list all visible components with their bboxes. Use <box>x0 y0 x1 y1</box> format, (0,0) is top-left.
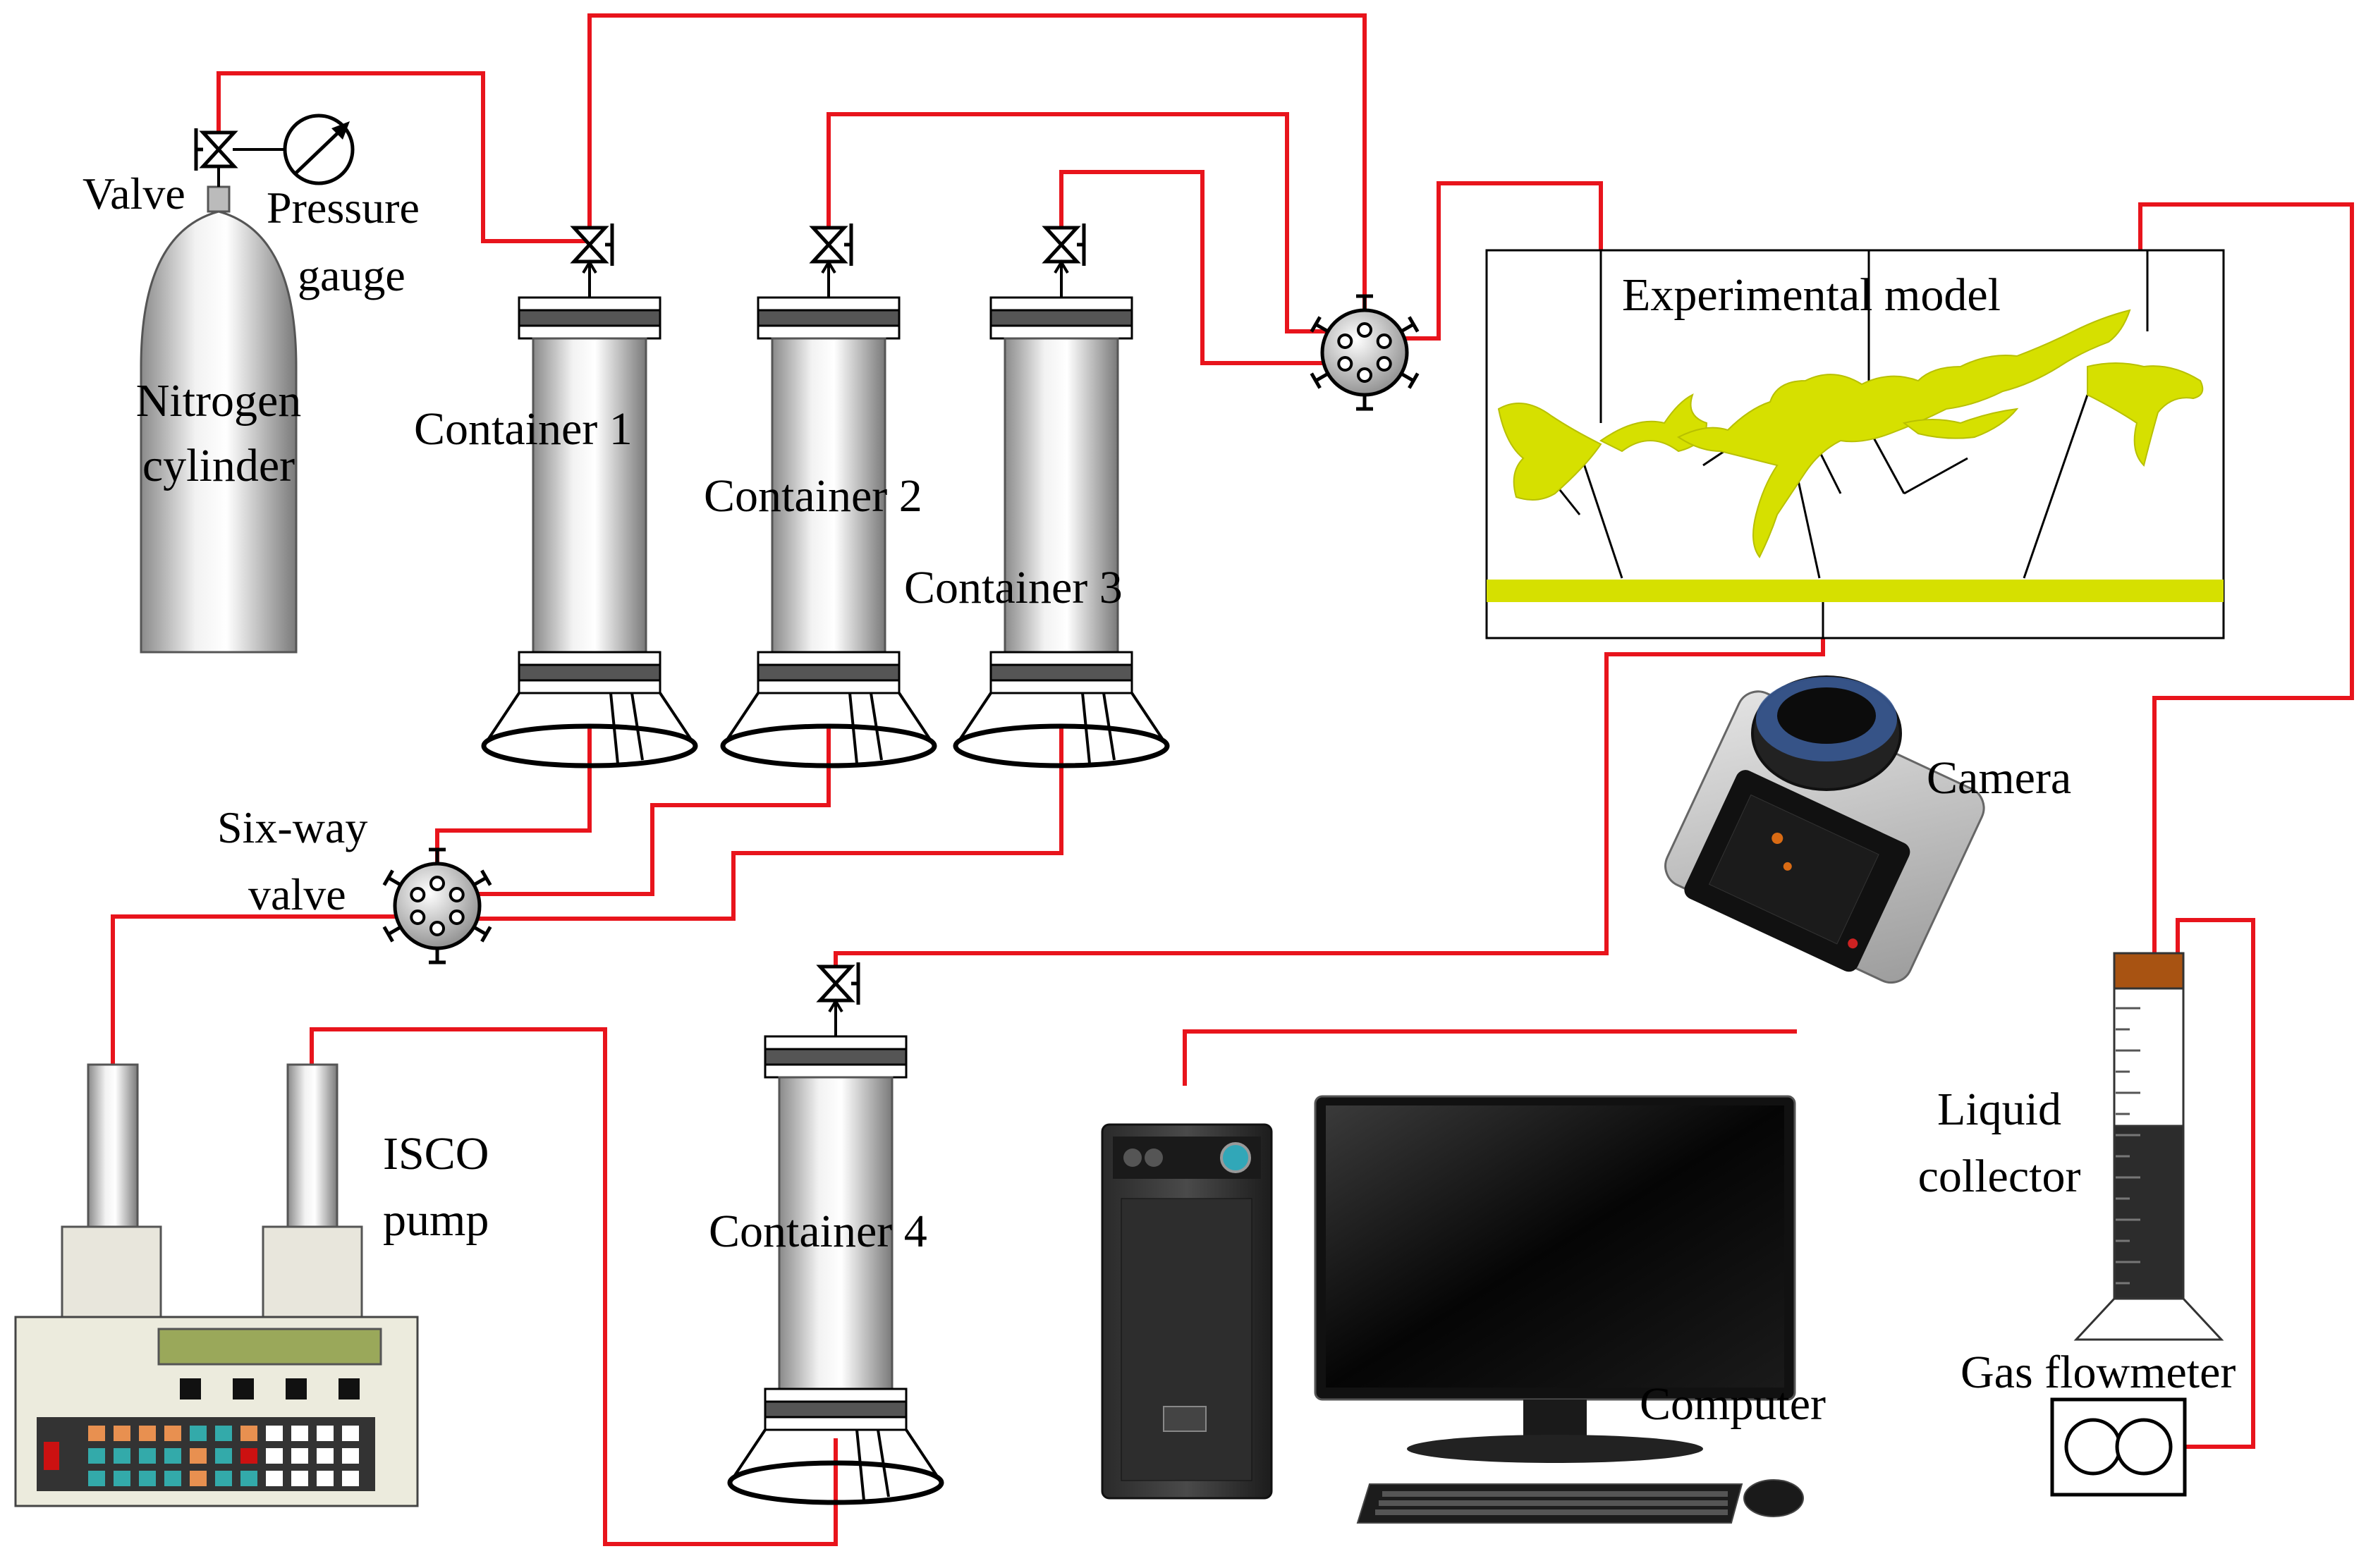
isco-key <box>190 1448 207 1464</box>
isco-key <box>180 1378 201 1399</box>
six-way-valves <box>382 294 1420 964</box>
isco-key <box>342 1471 359 1486</box>
isco-key <box>317 1448 334 1464</box>
pipe-container2-top <box>827 112 1343 333</box>
pipe-container3-bottom <box>465 726 1063 921</box>
isco-key <box>139 1426 156 1441</box>
container-1-valve-icon <box>570 223 614 266</box>
fracture-network <box>1497 309 2204 558</box>
container-2 <box>720 223 937 768</box>
pipe-container1-top-to-valve <box>587 13 1367 331</box>
isco-key <box>164 1426 181 1441</box>
isco-key <box>114 1426 130 1441</box>
isco-power-key <box>44 1442 59 1470</box>
label-isco-line2: pump <box>383 1194 489 1246</box>
pipe-container2-bottom <box>458 726 831 896</box>
pipe-valve-to-isco <box>111 914 402 1065</box>
isco-key <box>291 1448 308 1464</box>
label-container-2: Container 2 <box>704 470 922 522</box>
isco-key <box>266 1448 283 1464</box>
label-experimental-model: Experimental model <box>1622 269 2001 321</box>
isco-key <box>190 1426 207 1441</box>
isco-key <box>342 1448 359 1464</box>
container-1 <box>481 223 698 768</box>
isco-key <box>88 1448 105 1464</box>
isco-key <box>215 1471 232 1486</box>
isco-key <box>164 1471 181 1486</box>
label-six-way-line2: valve <box>248 869 346 919</box>
isco-key <box>215 1426 232 1441</box>
isco-key <box>139 1471 156 1486</box>
container-2-valve-icon <box>809 223 853 266</box>
label-camera: Camera <box>1927 752 2071 804</box>
label-pressure-gauge-line2: gauge <box>298 250 405 300</box>
isco-key <box>240 1448 257 1464</box>
label-gas-flowmeter: Gas flowmeter <box>1961 1347 2236 1398</box>
pipe-model-to-container4 <box>834 635 1825 984</box>
pipe-container1-bottom <box>435 726 592 881</box>
pipe-valve-to-model <box>1400 181 1603 341</box>
liquid-collector <box>2073 952 2224 1341</box>
computer-icon <box>1101 1095 1804 1524</box>
label-nitrogen-line1: Nitrogen <box>136 375 302 427</box>
label-computer: Computer <box>1640 1378 1826 1430</box>
isco-key <box>286 1378 307 1399</box>
pipe-container3-top <box>1059 170 1343 365</box>
isco-key <box>291 1471 308 1486</box>
container-4 <box>727 962 944 1505</box>
isco-key <box>190 1471 207 1486</box>
label-six-way-line1: Six-way <box>217 802 367 852</box>
label-valve: Valve <box>83 169 185 219</box>
pipelines <box>111 13 2354 1546</box>
isco-key <box>317 1471 334 1486</box>
container-3-valve-icon <box>1042 223 1086 266</box>
label-liquid-line1: Liquid <box>1937 1084 2061 1135</box>
pressure-gauge-icon <box>233 114 355 185</box>
label-pressure-gauge-line1: Pressure <box>267 183 420 233</box>
container-4-valve-icon <box>816 962 860 1005</box>
needle-valve-icon <box>194 128 238 171</box>
pipe-model-right-to-collector <box>2138 202 2354 1128</box>
isco-key <box>139 1448 156 1464</box>
isco-key <box>114 1471 130 1486</box>
pipe-isco-to-container4 <box>310 1027 838 1546</box>
pipe-camera-to-computer <box>1183 1029 1797 1086</box>
isco-key <box>88 1471 105 1486</box>
label-container-3: Container 3 <box>904 562 1123 613</box>
label-liquid-line2: collector <box>1918 1151 2081 1202</box>
isco-keypad <box>37 1378 375 1491</box>
isco-key <box>266 1471 283 1486</box>
isco-key <box>164 1448 181 1464</box>
pipe-nitrogen-to-container1 <box>217 71 590 243</box>
isco-key <box>215 1448 232 1464</box>
isco-key <box>291 1426 308 1441</box>
isco-pump <box>14 1063 419 1507</box>
label-container-4: Container 4 <box>709 1206 927 1257</box>
container-3 <box>953 223 1170 768</box>
isco-key <box>240 1471 257 1486</box>
flowmeter-icon <box>2050 1397 2187 1497</box>
isco-key <box>88 1426 105 1441</box>
label-isco-line1: ISCO <box>383 1128 489 1180</box>
camera-icon <box>1664 675 1985 984</box>
isco-key <box>233 1378 254 1399</box>
label-container-1: Container 1 <box>414 403 633 455</box>
containers-group <box>481 223 1170 1505</box>
experimental-model <box>1485 249 2225 639</box>
label-nitrogen-line2: cylinder <box>142 440 295 491</box>
isco-key <box>342 1426 359 1441</box>
isco-key <box>114 1448 130 1464</box>
six-way-valve-icon-bottom <box>382 847 492 964</box>
isco-key <box>266 1426 283 1441</box>
isco-key <box>339 1378 360 1399</box>
isco-key <box>317 1426 334 1441</box>
isco-key <box>240 1426 257 1441</box>
six-way-valve-icon-top <box>1310 294 1420 411</box>
